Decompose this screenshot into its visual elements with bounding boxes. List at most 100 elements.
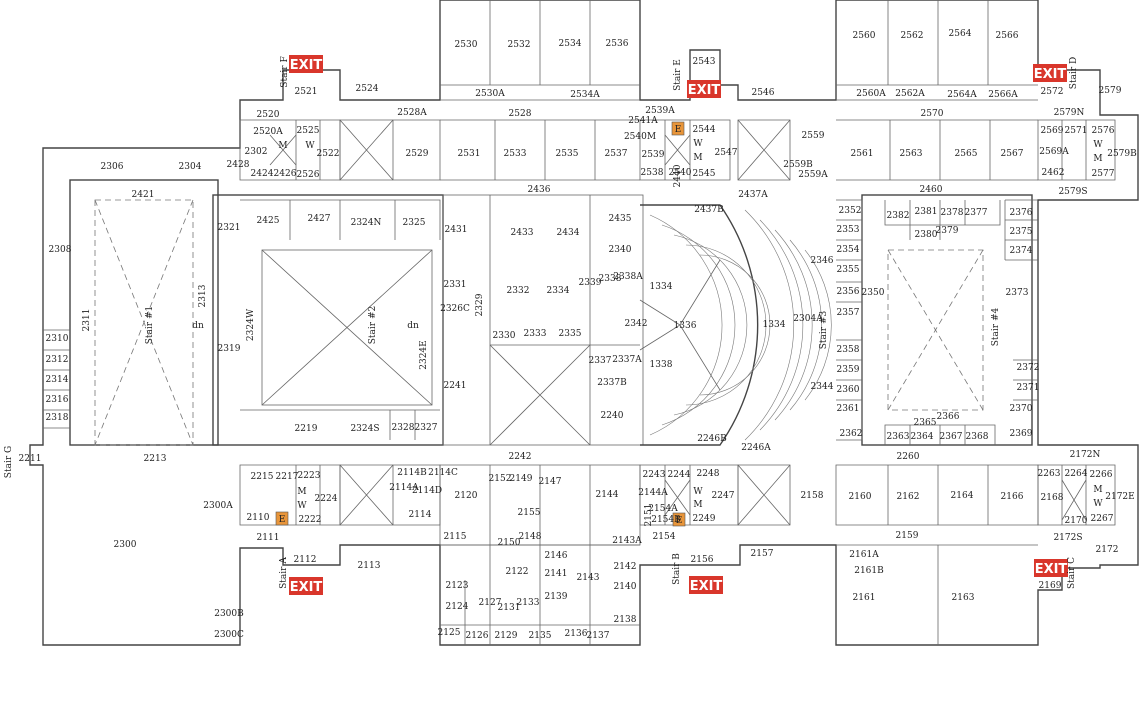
room-label: 2312 — [46, 355, 69, 365]
room-label: 2355 — [837, 265, 860, 275]
room-label: 2142 — [614, 562, 637, 572]
room-label: 2161A — [849, 550, 879, 560]
room-label: 2155 — [518, 508, 541, 518]
room-label: 2338A — [613, 272, 643, 282]
room-label: 2154B — [651, 515, 681, 525]
room-label: 2154 — [653, 532, 676, 542]
room-label: 2143A — [612, 536, 642, 546]
room-label: 2534A — [570, 90, 600, 100]
room-label: 2300B — [214, 609, 244, 619]
room-label: 2112 — [294, 555, 317, 565]
room-label: 2163 — [952, 593, 975, 603]
room-label: 2324S — [350, 424, 379, 434]
room-label: 2437A — [738, 190, 768, 200]
room-label: 2363 — [887, 432, 910, 442]
room-label: 2562 — [901, 31, 924, 41]
room-label: 2576 — [1092, 126, 1115, 136]
elevator-icon — [672, 512, 686, 527]
room-label: M — [693, 153, 702, 163]
room-label: 2520 — [257, 110, 280, 120]
room-label: 2567 — [1001, 149, 1024, 159]
room-label: 2114C — [428, 468, 458, 478]
room-label: 2304A — [793, 314, 823, 324]
room-label: 2361 — [837, 404, 860, 414]
room-label: 2170 — [1065, 516, 1088, 526]
room-label: W — [693, 487, 703, 497]
room-label: 2316 — [46, 395, 69, 405]
room-label: 2524 — [356, 84, 379, 94]
room-label: 2427 — [308, 214, 331, 224]
room-label: 2136 — [565, 629, 588, 639]
room-label: M — [693, 500, 702, 510]
room-label: 2522 — [317, 149, 340, 159]
room-label: 2339 — [579, 278, 602, 288]
room-label: 2143 — [577, 573, 600, 583]
room-label: 2321 — [218, 223, 241, 233]
room-label: 2161B — [854, 566, 884, 576]
exit-sign: EXIT — [1034, 559, 1068, 577]
room-label: 2146 — [545, 551, 568, 561]
room-label: M — [1093, 154, 1102, 164]
room-label: 2244 — [668, 470, 691, 480]
room-label: 2120 — [455, 491, 478, 501]
room-label: 2535 — [556, 149, 579, 159]
room-label: 2172S — [1053, 533, 1082, 543]
vertical-label: Stair B — [672, 553, 682, 585]
room-label: 2358 — [837, 345, 860, 355]
room-label: 2264 — [1065, 469, 1088, 479]
room-label: 2158 — [801, 491, 824, 501]
room-label: 2126 — [466, 631, 489, 641]
room-label: 2569 — [1041, 126, 1064, 136]
room-label: 2154A — [648, 504, 678, 514]
room-label: 2362 — [840, 429, 863, 439]
room-label: 2369 — [1010, 429, 1033, 439]
room-label: 2530A — [475, 89, 505, 99]
room-label: 2560 — [853, 31, 876, 41]
room-label: 2224 — [315, 494, 338, 504]
room-label: 2373 — [1006, 288, 1029, 298]
room-label: 2157 — [751, 549, 774, 559]
room-label: M — [297, 487, 306, 497]
room-label: 2462 — [1042, 168, 1065, 178]
room-label: 2533 — [504, 149, 527, 159]
vertical-label: Stair A — [279, 557, 289, 589]
room-label: 2561 — [851, 149, 874, 159]
room-label: 2133 — [517, 598, 540, 608]
exit-label: EXIT — [1034, 67, 1067, 82]
room-label: 2246B — [697, 434, 727, 444]
room-label: 2360 — [837, 385, 860, 395]
room-label: 2131 — [498, 603, 521, 613]
room-label: 2435 — [609, 214, 632, 224]
room-label: 2125 — [438, 628, 461, 638]
exit-sign: EXIT — [289, 577, 323, 595]
room-label: 2137 — [587, 631, 610, 641]
room-label: W — [1093, 499, 1103, 509]
room-label: 2215 — [251, 472, 274, 482]
room-label: 2525 — [297, 126, 320, 136]
exit-sign: EXIT — [689, 576, 723, 594]
room-label: 2223 — [298, 471, 321, 481]
room-label: 2381 — [915, 207, 938, 217]
room-label: 2138 — [614, 615, 637, 625]
room-label: 1334 — [763, 320, 786, 330]
room-label: 2302 — [245, 147, 268, 157]
room-label: 2213 — [144, 454, 167, 464]
room-label: 2300A — [203, 501, 233, 511]
room-label: 2545 — [693, 169, 716, 179]
room-label: 2308 — [49, 245, 72, 255]
room-label: 2332 — [507, 286, 530, 296]
room-label: 2219 — [295, 424, 318, 434]
room-label: 2428 — [227, 160, 250, 170]
room-label: 2541A — [628, 116, 658, 126]
room-label: 2375 — [1010, 227, 1033, 237]
room-label: 2222 — [299, 515, 322, 525]
room-label: 2540 — [669, 168, 692, 178]
room-label: 2344 — [811, 382, 834, 392]
room-label: 2113 — [358, 561, 381, 571]
room-label: 2140 — [614, 582, 637, 592]
room-label: 2152 — [489, 474, 512, 484]
room-label: 2382 — [887, 211, 910, 221]
room-label: 2172E — [1105, 492, 1134, 502]
room-label: 2141 — [545, 569, 568, 579]
elevator-markers — [275, 121, 686, 527]
